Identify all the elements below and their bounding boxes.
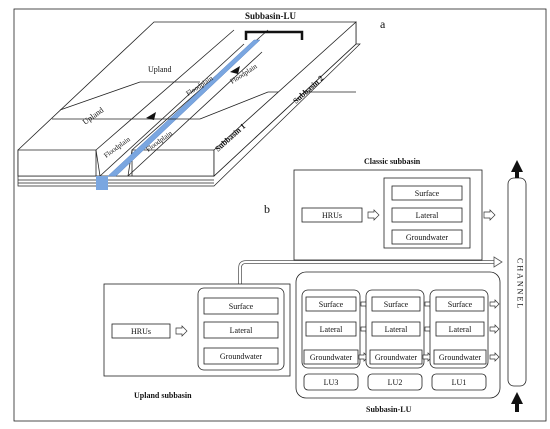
- upland-lateral: Lateral: [230, 326, 253, 335]
- panel-a-landscape: [17, 21, 361, 190]
- arrow-right-icon: [175, 325, 188, 337]
- upland-hrus-box: [111, 323, 171, 339]
- lu1-groundwater: Groundwater: [439, 353, 482, 362]
- upland-surface: Surface: [229, 302, 254, 311]
- lu1-lateral-box: [435, 321, 485, 337]
- upland-groundwater-box: [203, 347, 279, 365]
- arrow-up-icon: [511, 392, 523, 404]
- classic-title: Classic subbasin: [364, 157, 421, 166]
- arrow-right-icon: [367, 209, 380, 221]
- upland-label: Upland: [148, 65, 172, 74]
- flow-arrow: [146, 112, 156, 120]
- classic-surface-box: [391, 185, 463, 201]
- lu2-surface-box: [371, 296, 421, 312]
- upland-groundwater: Groundwater: [220, 352, 263, 361]
- lu3-groundwater: Groundwater: [310, 353, 353, 362]
- lu1-lateral: Lateral: [449, 325, 472, 334]
- lu1-name-box: [431, 373, 487, 391]
- lu2-surface: Surface: [384, 300, 409, 309]
- lu1-name: LU1: [452, 378, 467, 387]
- lu3-groundwater-box: [303, 349, 359, 365]
- upland-title: Upland subbasin: [134, 391, 192, 400]
- classic-lateral: Lateral: [416, 211, 439, 220]
- lu2-groundwater: Groundwater: [375, 353, 418, 362]
- lu3-column: Surface Lateral Groundwater LU3: [301, 289, 361, 391]
- lu1-surface-box: [435, 296, 485, 312]
- lu1-column: Surface Lateral Groundwater LU1: [429, 289, 489, 391]
- panel-a-label: a: [380, 17, 386, 31]
- lu1-groundwater-box: [433, 349, 487, 365]
- classic-hrus-box: [301, 207, 363, 223]
- right-side-face: [213, 21, 357, 177]
- lu3-lateral-box: [305, 321, 357, 337]
- lu3-lateral: Lateral: [320, 325, 343, 334]
- arrow-right-icon: [489, 299, 500, 309]
- front-left-face: [17, 149, 97, 177]
- lu2-lateral-box: [371, 321, 421, 337]
- upland-surface-box: [203, 297, 279, 315]
- lu2-name: LU2: [388, 378, 403, 387]
- lu3-name: LU3: [324, 378, 339, 387]
- lu3-surface: Surface: [319, 300, 344, 309]
- figure-frame: [13, 8, 547, 422]
- upland-hrus: HRUs: [131, 327, 151, 336]
- lu3-name-box: [303, 373, 359, 391]
- classic-surface: Surface: [415, 189, 440, 198]
- long-flow-arrow-inner: [239, 261, 494, 288]
- valley-floor-edge: [99, 43, 245, 177]
- lu1-surface: Surface: [448, 300, 473, 309]
- lu2-name-box: [367, 373, 423, 391]
- upland-divider: [59, 81, 141, 111]
- lu2-lateral: Lateral: [385, 325, 408, 334]
- arrow-right-icon: [493, 256, 503, 268]
- subbasin-lu-bracket: [244, 30, 304, 40]
- valley-edge: [95, 29, 235, 151]
- bracket-label: Subbasin-LU: [245, 11, 297, 21]
- classic-hrus: HRUs: [322, 211, 342, 220]
- valley-wall: [95, 149, 101, 177]
- arrow-right-icon: [489, 324, 500, 334]
- arrow-up-stem: [515, 404, 519, 412]
- panel-b-label: b: [264, 202, 270, 216]
- river-channel: [107, 39, 261, 177]
- classic-groundwater-box: [391, 229, 463, 245]
- lu2-column: Surface Lateral Groundwater LU2: [365, 289, 425, 391]
- classic-groundwater: Groundwater: [406, 233, 449, 242]
- classic-lateral-box: [391, 207, 463, 223]
- arrow-right-icon: [489, 352, 500, 362]
- valley-floor-edge: [127, 51, 263, 177]
- lu2-groundwater-box: [369, 349, 423, 365]
- channel-front: [96, 176, 108, 190]
- subbasin-divider: [199, 91, 269, 120]
- arrow-up-stem: [515, 172, 519, 178]
- subbasin-lu-title: Subbasin-LU: [366, 405, 412, 414]
- lu3-surface-box: [305, 296, 357, 312]
- upland-lateral-box: [203, 321, 279, 339]
- arrow-right-icon: [483, 209, 496, 221]
- front-right-face: [131, 149, 215, 177]
- channel-label: CHANNEL: [516, 258, 525, 310]
- flow-arrow: [230, 66, 240, 74]
- arrow-up-icon: [511, 160, 523, 172]
